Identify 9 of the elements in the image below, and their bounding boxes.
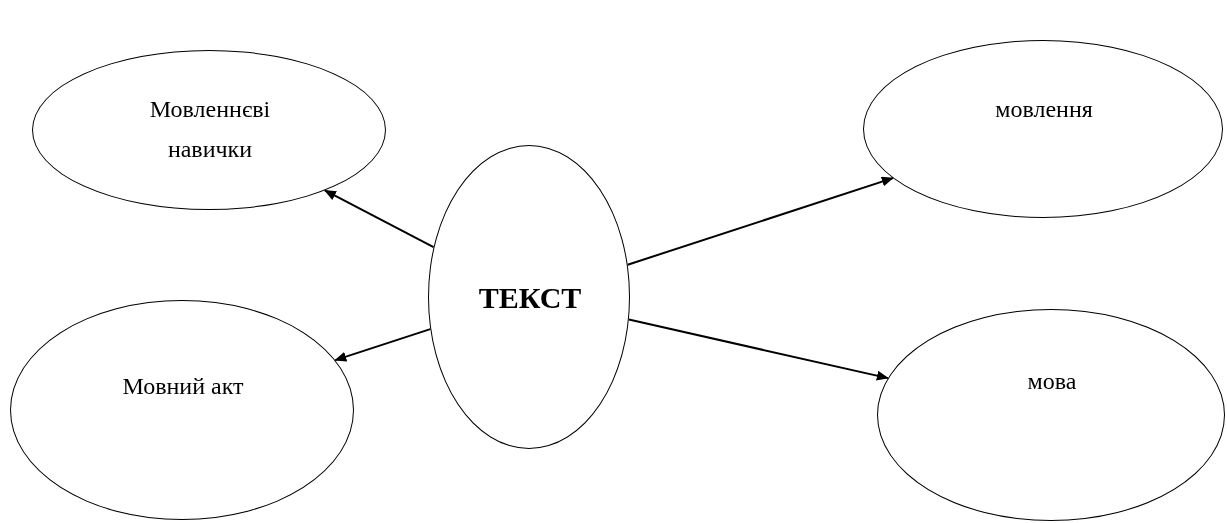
node-label: Мовний акт: [122, 372, 244, 401]
arrow: [627, 318, 889, 381]
node-label: мовлення: [995, 95, 1093, 124]
node-label: Мовленнєві навички: [148, 95, 272, 164]
arrow: [323, 189, 435, 249]
node-label: ТЕКСТ: [478, 280, 582, 316]
arrow: [626, 176, 894, 266]
node-label: мова: [1027, 367, 1077, 396]
arrow: [334, 328, 432, 362]
